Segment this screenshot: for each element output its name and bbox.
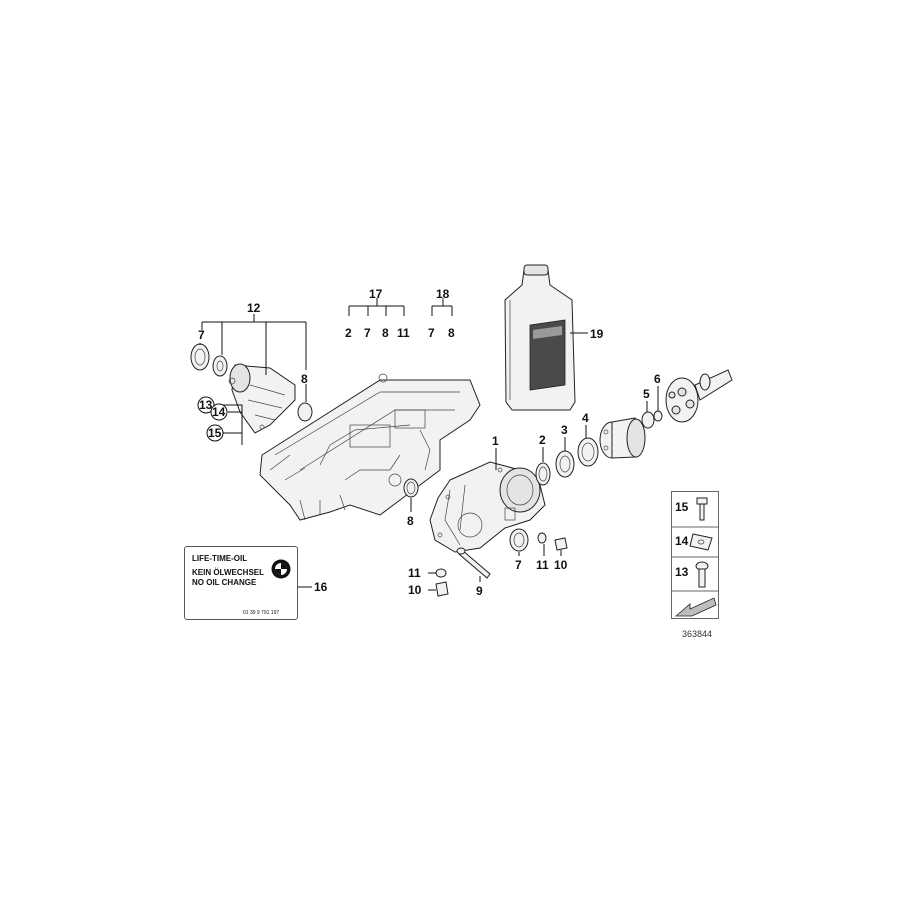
callout-17-11: 11 <box>397 326 410 340</box>
washer-11-right <box>537 532 547 544</box>
flex-disc-and-driveshaft <box>665 369 733 423</box>
plug-10-right <box>554 537 568 551</box>
circled-callouts: 13 14 15 <box>197 396 228 442</box>
callout-14: 14 <box>212 405 226 419</box>
callout-17-7: 7 <box>364 326 371 340</box>
label-kein-oelwechsel: KEIN ÖLWECHSEL <box>192 568 265 577</box>
washer-11-left <box>435 568 447 578</box>
callout-4: 4 <box>582 411 589 425</box>
bolt-9 <box>458 549 491 579</box>
oil-bottle <box>504 264 576 411</box>
legend-14: 14 <box>675 534 689 548</box>
label-life-time-oil: LIFE-TIME-OIL <box>192 554 248 563</box>
callout-11-left: 11 <box>408 566 421 580</box>
label-no-oil-change: NO OIL CHANGE <box>192 578 257 587</box>
legend-drawings <box>671 497 719 617</box>
seal-4 <box>577 437 599 467</box>
plug-10-left <box>435 581 449 597</box>
output-flange <box>599 417 646 459</box>
callout-numbers: 12 7 8 17 2 7 8 11 18 7 8 19 1 2 3 4 5 6… <box>198 287 661 598</box>
nut-6 <box>653 410 663 422</box>
callout-11-right: 11 <box>536 558 549 572</box>
callout-9: 9 <box>476 584 483 598</box>
washer-5 <box>641 411 655 429</box>
bmw-roundel-logo <box>271 559 291 579</box>
final-drive-housing <box>429 461 546 553</box>
callout-10-right: 10 <box>554 558 568 572</box>
callout-5: 5 <box>643 387 650 401</box>
callout-lines <box>199 298 659 591</box>
callout-19: 19 <box>590 327 604 341</box>
seal-2 <box>535 462 551 486</box>
callout-10-left: 10 <box>408 583 422 597</box>
oil-label-card: LIFE-TIME-OIL KEIN ÖLWECHSEL NO OIL CHAN… <box>184 546 298 620</box>
callout-12-8: 8 <box>301 372 308 386</box>
callout-8-center: 8 <box>407 514 414 528</box>
callout-3: 3 <box>561 423 568 437</box>
callout-18: 18 <box>436 287 450 301</box>
callout-12: 12 <box>247 301 261 315</box>
arrow-icon <box>674 597 717 617</box>
callout-17-2: 2 <box>345 326 352 340</box>
callout-13: 13 <box>199 398 213 412</box>
callout-15: 15 <box>208 426 222 440</box>
intake-housing-assembly <box>190 343 313 434</box>
callout-2: 2 <box>539 433 546 447</box>
callout-17: 17 <box>369 287 383 301</box>
callout-18-8: 8 <box>448 326 455 340</box>
callout-18-7: 7 <box>428 326 435 340</box>
callout-17-8: 8 <box>382 326 389 340</box>
fastener-legend-box <box>671 491 719 619</box>
diagram-reference-number: 363844 <box>682 629 713 639</box>
callout-12-7: 7 <box>198 328 205 342</box>
legend-13: 13 <box>675 565 689 579</box>
label-part-number: 01 39 9 791 197 <box>243 610 280 616</box>
legend-15: 15 <box>675 500 689 514</box>
callout-1: 1 <box>492 434 499 448</box>
oring-8-center <box>403 478 419 498</box>
callout-6: 6 <box>654 372 661 386</box>
oil-sump-housing <box>259 373 481 521</box>
bearing-3 <box>555 450 575 478</box>
callout-16: 16 <box>314 580 328 594</box>
seal-7-right <box>509 528 529 552</box>
callout-7-right: 7 <box>515 558 522 572</box>
